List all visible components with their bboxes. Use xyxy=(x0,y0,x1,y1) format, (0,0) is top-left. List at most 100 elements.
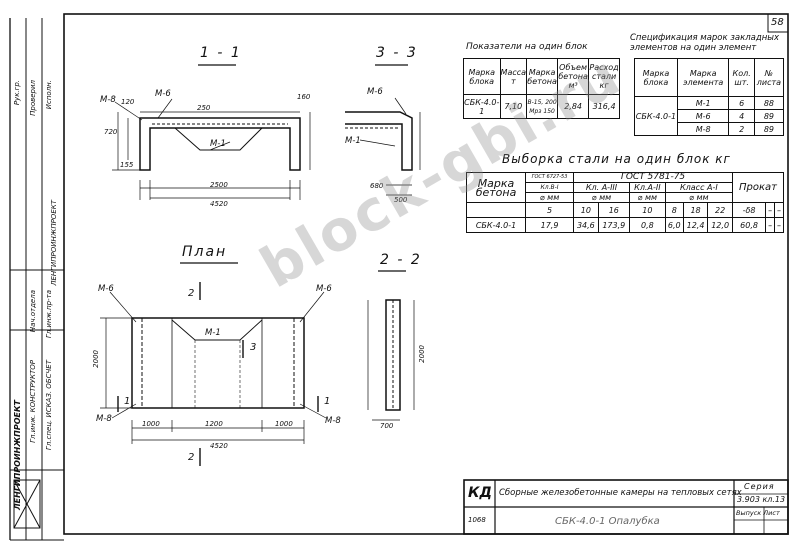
steel-d-2: 16 xyxy=(597,202,630,218)
ind-cell-concrete: В-15, 200 Мрз 150 xyxy=(526,94,559,119)
spec-cell-qty-2: 2 xyxy=(728,122,755,136)
stamp-line-6: Проверил xyxy=(29,80,37,116)
section-title-3-3: 3 - 3 xyxy=(376,45,418,61)
steel-v-3: 0,8 xyxy=(628,217,666,233)
cut-label-1-left: 1 xyxy=(124,396,131,407)
steel-v-8: – xyxy=(765,217,776,233)
stamp-line-2: Гл.спец. ИСКАЗ. ОБСЧЕТ xyxy=(45,360,53,451)
dim-1200: 1200 xyxy=(205,420,223,428)
mark-m1-section33: М-1 xyxy=(345,136,361,146)
steel-table: Марка бетона ГОСТ 6727-53 ГОСТ 5781-75 П… xyxy=(466,172,785,233)
steel-dia-label-0: ⌀ мм xyxy=(524,192,575,203)
spec-cell-sheet-2: 89 xyxy=(753,122,785,136)
stamp-org: ЛЕНГИПРОИНЖПРОЕКТ xyxy=(13,400,22,510)
mark-m8-plan-left: М-8 xyxy=(96,414,112,424)
stamp-line-3: Нач.отдела xyxy=(29,290,37,333)
steel-header-gost: ГОСТ 5781-75 xyxy=(573,172,733,183)
spec-cell-el-0: М-1 xyxy=(676,96,730,110)
steel-dia-label-1: ⌀ мм xyxy=(573,192,630,203)
spec-cell-qty-0: 6 xyxy=(728,96,755,110)
dim-700: 700 xyxy=(380,422,394,430)
mark-m6-plan-left: М-6 xyxy=(98,284,114,294)
steel-v-2: 173,9 xyxy=(597,217,630,233)
title-block-series: 3.903 кл.13 xyxy=(737,495,786,504)
dim-4520-section: 4520 xyxy=(210,200,228,208)
stamp-line-0: ЛЕНГИПРОИНЖПРОЕКТ xyxy=(50,200,58,286)
ind-cell-volume: 2,84 xyxy=(557,94,590,119)
mark-m6-plan-right: М-6 xyxy=(316,284,332,294)
dim-4520-plan: 4520 xyxy=(210,442,228,450)
stamp-line-7: Исполн. xyxy=(45,80,53,110)
mark-m6-section33: М-6 xyxy=(367,87,383,97)
steel-v-1: 34,6 xyxy=(573,217,599,233)
mark-m1-section: М-1 xyxy=(210,139,226,149)
section-title-1-1: 1 - 1 xyxy=(200,45,242,61)
dim-2000-section22: 2000 xyxy=(418,345,426,363)
title-block-code: 1068 xyxy=(468,516,486,524)
title-block-series-label: Серия xyxy=(744,482,775,491)
cut-label-2-top: 2 xyxy=(188,288,195,299)
spec-header-qty: Кол. шт. xyxy=(728,58,755,97)
spec-header-element: Марка элемента xyxy=(676,58,730,97)
mark-m8-plan-right: М-8 xyxy=(325,416,341,426)
title-block-title: Сборные железобетонные камеры на тепловы… xyxy=(499,488,742,498)
spec-cell-block: СБК-4.0-1 xyxy=(634,96,678,136)
steel-cell-block: СБК-4.0-1 xyxy=(466,217,526,233)
steel-header-kl-ai: Класс А-I xyxy=(664,182,733,193)
dim-2500: 2500 xyxy=(210,181,228,189)
page-number: 58 xyxy=(771,17,784,28)
steel-d-7: -δ8 xyxy=(731,202,767,218)
stamp-line-4: Гл.инж.пр-та xyxy=(45,290,53,339)
steel-v-5: 12,4 xyxy=(682,217,709,233)
spec-cell-qty-1: 4 xyxy=(728,109,755,123)
section-title-plan: План xyxy=(182,244,228,260)
dim-160: 160 xyxy=(297,93,311,101)
ind-cell-brand: СБК-4.0-1 xyxy=(463,94,501,119)
spec-cell-sheet-0: 88 xyxy=(753,96,785,110)
spec-title: Спецификация марок закладных элементов н… xyxy=(630,33,780,53)
cut-label-2-bottom: 2 xyxy=(188,452,195,463)
steel-d-6: 22 xyxy=(707,202,733,218)
dim-120: 120 xyxy=(121,98,135,106)
steel-v-6: 12,0 xyxy=(707,217,733,233)
spec-header-sheet: № листа xyxy=(753,58,785,97)
ind-header-steel: Расход стали кг xyxy=(588,58,620,95)
mark-m1-plan: М-1 xyxy=(205,328,221,338)
ind-header-concrete: Марка бетона xyxy=(526,58,559,95)
steel-v-0: 17,9 xyxy=(524,217,575,233)
spec-cell-el-2: М-8 xyxy=(676,122,730,136)
indicators-title: Показатели на один блок xyxy=(466,42,588,52)
stamp-line-1: Гл.инж. КОНСТРУКТОР xyxy=(29,360,37,443)
steel-v-9: – xyxy=(774,217,784,233)
steel-header-brand: Марка бетона xyxy=(466,172,526,203)
steel-v-7: 60,8 xyxy=(731,217,767,233)
ind-header-volume: Объем бетона м³ xyxy=(557,58,590,95)
dim-720: 720 xyxy=(104,128,118,136)
steel-d-5: 18 xyxy=(682,202,709,218)
steel-d-8: – xyxy=(765,202,776,218)
steel-header-kl-bi: Кл.В-I xyxy=(524,182,575,193)
spec-cell-sheet-1: 89 xyxy=(753,109,785,123)
cut-label-3: 3 xyxy=(250,342,257,353)
title-block-doc: СБК-4.0-1 Опалубка xyxy=(555,516,660,527)
steel-v-4: 6,0 xyxy=(664,217,684,233)
steel-brand-spacer xyxy=(466,202,526,218)
dim-500: 500 xyxy=(394,196,408,204)
steel-d-0: 5 xyxy=(524,202,575,218)
ind-cell-mass: 7,10 xyxy=(499,94,528,119)
dim-250: 250 xyxy=(197,104,211,112)
spec-header-block: Марка блока xyxy=(634,58,678,97)
steel-header-prokat: Прокат xyxy=(731,172,785,203)
steel-d-9: – xyxy=(774,202,784,218)
dim-1000-right: 1000 xyxy=(275,420,293,428)
title-block-sheet-label: Выпуск Лист xyxy=(736,509,780,517)
steel-d-4: 8 xyxy=(664,202,684,218)
dim-680: 680 xyxy=(370,182,384,190)
mark-m6-section: М-6 xyxy=(155,89,171,99)
steel-title: Выборка стали на один блок кг xyxy=(502,152,731,166)
steel-header-kl-aiii: Кл. А-III xyxy=(573,182,630,193)
ind-header-brand: Марка блока xyxy=(463,58,501,95)
section-title-2-2: 2 - 2 xyxy=(380,252,422,268)
mark-m8-section: М-8 xyxy=(100,95,116,105)
